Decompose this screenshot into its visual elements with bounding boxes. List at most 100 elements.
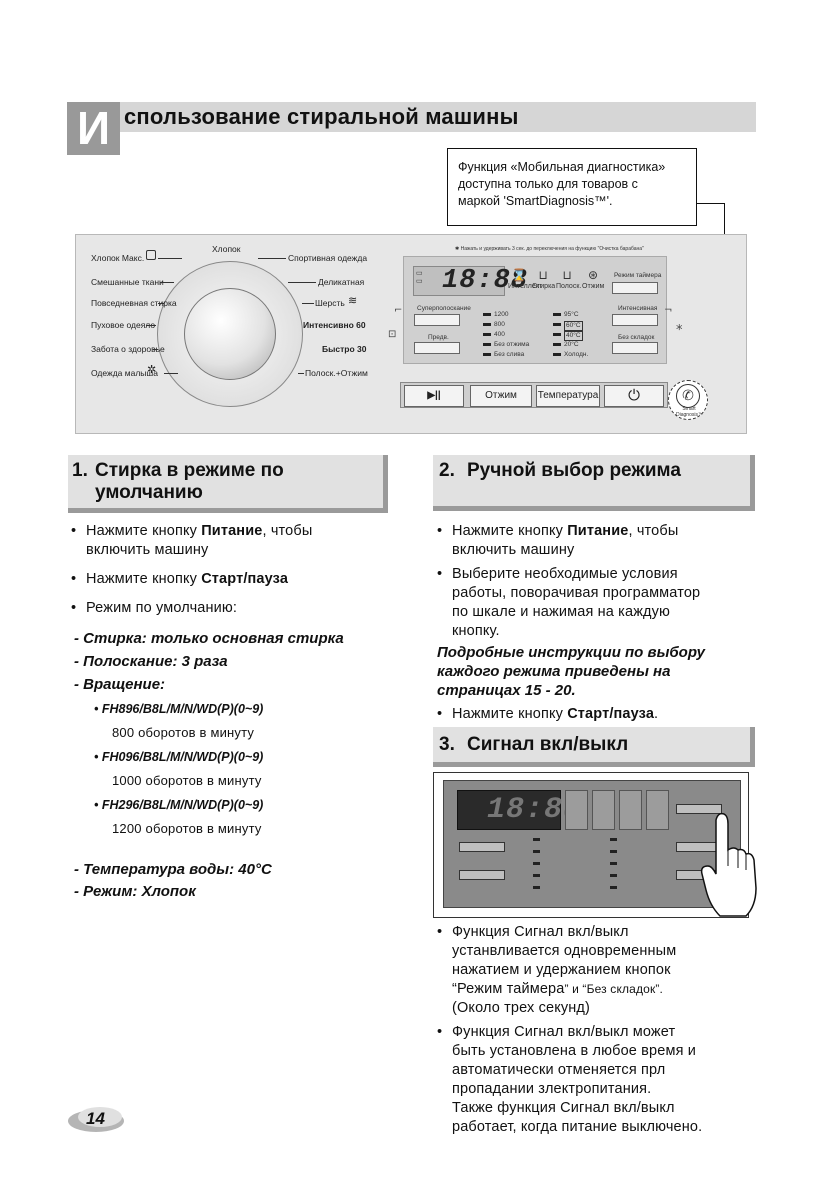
beep-indicator-slot bbox=[592, 790, 615, 830]
spin-bar bbox=[483, 333, 491, 336]
temp-option: 95°C bbox=[564, 311, 579, 318]
no-crease-button[interactable] bbox=[612, 342, 658, 354]
spin-icon: ⊛ bbox=[587, 268, 599, 282]
beep-dash bbox=[610, 838, 617, 841]
s3-bullet-anytime-cont: работает, когда питание выключено. bbox=[452, 1119, 703, 1135]
model-name: • FH296/B8L/M/N/WD(P)(0~9) bbox=[94, 798, 264, 812]
timer-button[interactable] bbox=[612, 282, 658, 294]
bullet-text: Выберите необходимые условия bbox=[452, 566, 678, 582]
program-label: Спортивная одежда bbox=[288, 253, 368, 263]
callout-line: маркой 'SmartDiagnosis™'. bbox=[458, 194, 613, 208]
spin-bar bbox=[483, 343, 491, 346]
s2-note-line: каждого режима приведены на bbox=[437, 663, 671, 680]
bullet-text: , чтобы bbox=[628, 523, 679, 539]
spin-option: 400 bbox=[494, 331, 505, 338]
bullet-dot: • bbox=[71, 523, 77, 539]
s3-bullet-set: •Функция Сигнал вкл/выкл bbox=[437, 923, 629, 941]
beep-dash bbox=[533, 886, 540, 889]
program-label: Одежда малыша bbox=[91, 368, 158, 378]
beep-dash bbox=[533, 874, 540, 877]
default-spin: - Вращение: bbox=[74, 676, 166, 693]
bullet-text: Нажмите кнопку bbox=[86, 523, 202, 539]
bracket-icon: ⌐ bbox=[394, 305, 403, 316]
spin-button[interactable]: Отжим bbox=[470, 385, 532, 407]
program-label: Полоск.+Отжим bbox=[305, 368, 368, 378]
beep-display bbox=[457, 790, 561, 830]
default-program: - Режим: Хлопок bbox=[74, 883, 196, 900]
program-dial-knob[interactable] bbox=[184, 288, 276, 380]
page-title: спользование стиральной машины bbox=[124, 104, 519, 129]
model-rpm: 1000 оборотов в минуту bbox=[112, 773, 262, 788]
program-label: Смешанные ткани bbox=[91, 277, 164, 287]
s2-bullet-select: •Выберите необходимые условия bbox=[437, 565, 678, 583]
no-crease-label: Без складок bbox=[618, 334, 655, 341]
callout-line: доступна только для товаров с bbox=[458, 177, 638, 191]
s3-bullet-anytime-cont: Также функция Сигнал вкл/выкл bbox=[452, 1100, 675, 1116]
program-label: Шерсть bbox=[315, 298, 345, 308]
program-label: Хлопок bbox=[212, 244, 241, 254]
spin-option: Без слива bbox=[494, 351, 525, 358]
temp-option: 40°C bbox=[564, 331, 583, 341]
bullet-text: . bbox=[654, 706, 659, 722]
beep-left-button[interactable] bbox=[459, 870, 505, 880]
beep-left-button[interactable] bbox=[459, 842, 505, 852]
no-crease-term: ” и “Без складок”. bbox=[564, 982, 663, 996]
start-pause-button[interactable]: ▶|| bbox=[404, 385, 464, 407]
section3-title: Сигнал вкл/выкл bbox=[467, 734, 629, 755]
intensive-button[interactable] bbox=[612, 314, 658, 326]
icon-label: Стирка bbox=[532, 283, 556, 290]
program-tick bbox=[160, 282, 174, 283]
spin-bar bbox=[483, 313, 491, 316]
bullet-dot: • bbox=[437, 1024, 443, 1040]
section1-number: 1. bbox=[72, 460, 88, 481]
temp-option: 20°C bbox=[564, 341, 579, 348]
temp-bar bbox=[553, 313, 561, 316]
bullet-text: Функция Сигнал вкл/выкл может bbox=[452, 1024, 676, 1040]
page-number-badge bbox=[68, 1107, 124, 1132]
beep-dash bbox=[610, 886, 617, 889]
bullet-dot: • bbox=[437, 523, 443, 539]
beep-dash bbox=[533, 862, 540, 865]
drum-clean-note: ✱ Нажать и удерживать 3 сек. до переключ… bbox=[455, 246, 644, 252]
spin-option: Без отжима bbox=[494, 341, 530, 348]
beep-dash bbox=[610, 850, 617, 853]
rinse-icon: ⊔ bbox=[562, 268, 572, 282]
presoak-button[interactable] bbox=[414, 342, 460, 354]
temp-bar bbox=[553, 343, 561, 346]
s2-note-line: страницах 15 - 20. bbox=[437, 682, 576, 699]
s3-bullet-set-cont: (Около трех секунд) bbox=[452, 1000, 591, 1016]
star-marker: * bbox=[676, 323, 683, 338]
program-tick bbox=[164, 373, 178, 374]
section1-title-line2: умолчанию bbox=[95, 482, 203, 503]
beep-timer-button[interactable] bbox=[676, 804, 722, 814]
temperature-button[interactable]: Температура bbox=[536, 385, 600, 407]
s3-bullet-anytime-cont: быть установлена в любое время и bbox=[452, 1043, 697, 1059]
model-text: FH096/B8L/M/N/WD(P)(0~9) bbox=[101, 750, 264, 764]
beep-dash bbox=[610, 862, 617, 865]
beep-indicator-slot bbox=[565, 790, 588, 830]
super-rinse-button[interactable] bbox=[414, 314, 460, 326]
s3-bullet-set-cont: нажатием и удержанием кнопок bbox=[452, 962, 671, 978]
model-text: FH296/B8L/M/N/WD(P)(0~9) bbox=[101, 798, 264, 812]
s1-bullet-default: •Режим по умолчанию: bbox=[71, 599, 237, 617]
model-name: • FH896/B8L/M/N/WD(P)(0~9) bbox=[94, 702, 264, 716]
section2-header: 2. Ручной выбор режима bbox=[433, 455, 755, 511]
bullet-text: Нажмите кнопку bbox=[452, 523, 568, 539]
program-label: Хлопок Макс. bbox=[91, 253, 145, 263]
intensive-label: Интенсивная bbox=[618, 305, 658, 312]
temp-bar bbox=[553, 323, 561, 326]
s2-bullet-start: •Нажмите кнопку Старт/пауза. bbox=[437, 705, 659, 723]
smartdiagnosis-callout: Функция «Мобильная диагностика» доступна… bbox=[447, 148, 697, 226]
start-pause-term: Старт/пауза bbox=[567, 706, 655, 722]
timer-mode-term: “Режим таймера bbox=[452, 981, 565, 997]
default-rinse: - Полоскание: 3 раза bbox=[74, 653, 228, 670]
s2-bullet-power: •Нажмите кнопку Питание, чтобы bbox=[437, 522, 679, 540]
wash-indicator: ⊔Стирка bbox=[532, 268, 556, 291]
power-button[interactable]: ⏻ bbox=[604, 385, 664, 407]
spin-indicator: ⊛Отжим bbox=[582, 268, 604, 291]
bullet-text: Функция Сигнал вкл/выкл bbox=[452, 924, 629, 940]
default-temperature: - Температура воды: 40°C bbox=[74, 861, 272, 878]
callout-leader bbox=[697, 203, 725, 205]
program-tick bbox=[146, 325, 156, 326]
s2-bullet-select-cont: по шкале и нажимая на каждую bbox=[452, 604, 671, 620]
